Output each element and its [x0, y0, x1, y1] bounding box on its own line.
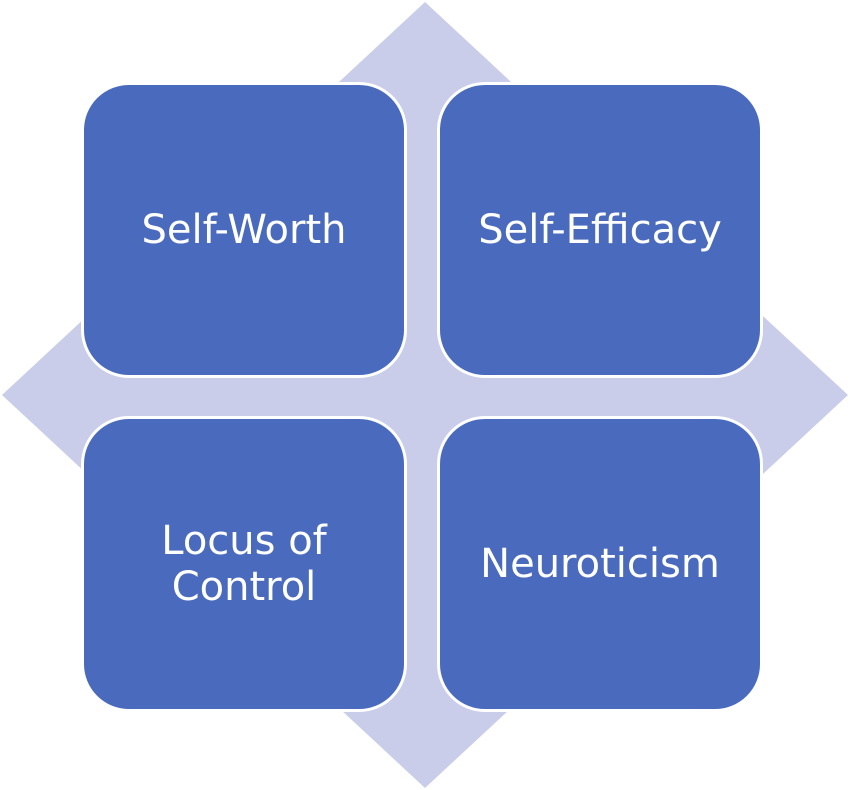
quadrant-neuroticism: Neuroticism — [437, 416, 763, 712]
quadrant-label: Self-Worth — [141, 207, 347, 253]
quadrant-label: Self-Efficacy — [478, 207, 722, 253]
quadrant-self-worth: Self-Worth — [81, 82, 407, 378]
quadrant-locus-of-control: Locus of Control — [81, 416, 407, 712]
quadrant-label: Neuroticism — [480, 541, 720, 587]
quadrant-self-efficacy: Self-Efficacy — [437, 82, 763, 378]
quadrant-label: Locus of Control — [161, 518, 327, 610]
